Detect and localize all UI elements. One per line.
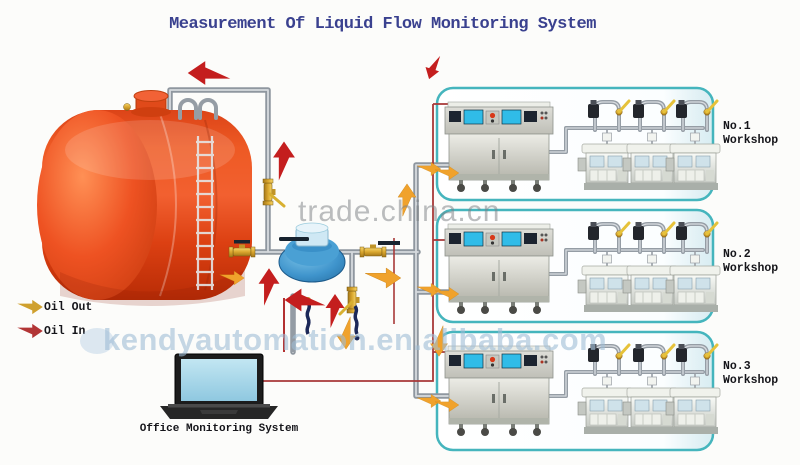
- legend-label-oil-in: Oil In: [44, 325, 86, 338]
- control-cabinet: [444, 101, 554, 193]
- watermark-center: trade.china.cn: [298, 195, 501, 228]
- office-laptop: [160, 353, 278, 419]
- valves: [228, 178, 400, 341]
- control-cabinet: [444, 223, 554, 315]
- workshop-3-word: Workshop: [723, 373, 779, 387]
- workshop-1-equipment: [444, 98, 721, 193]
- legend-label-oil-out: Oil Out: [44, 301, 93, 314]
- brass-valve: [262, 178, 276, 206]
- dispenser-unit: [665, 265, 721, 313]
- dispenser-unit: [665, 387, 721, 435]
- watermark-bottom: kendyautomation.en.alibaba.com: [103, 322, 608, 357]
- workshop-2-number: No.2: [723, 248, 751, 261]
- dispenser-unit: [665, 143, 721, 191]
- flow-meter: [278, 222, 346, 283]
- workshop-3-number: No.3: [723, 360, 751, 373]
- brass-valve: [359, 244, 387, 258]
- control-cabinet: [444, 345, 554, 437]
- legend-oil-in-arrow-icon: [17, 323, 43, 339]
- workshop-1-word: Workshop: [723, 133, 779, 147]
- page-title: Measurement Of Liquid Flow Monitoring Sy…: [169, 15, 596, 34]
- legend-oil-out-arrow-icon: [17, 299, 43, 315]
- watermark-logo-blob: [80, 328, 114, 354]
- tank-vent-pipes: [178, 98, 218, 120]
- office-monitoring-label: Office Monitoring System: [139, 423, 299, 435]
- workshop-2-word: Workshop: [723, 261, 779, 275]
- workshop-2-equipment: [444, 220, 721, 315]
- workshop-3-equipment: [444, 342, 721, 437]
- workshop-1-number: No.1: [723, 120, 751, 133]
- tank-ladder: [196, 136, 214, 290]
- oil-tank: [37, 90, 252, 306]
